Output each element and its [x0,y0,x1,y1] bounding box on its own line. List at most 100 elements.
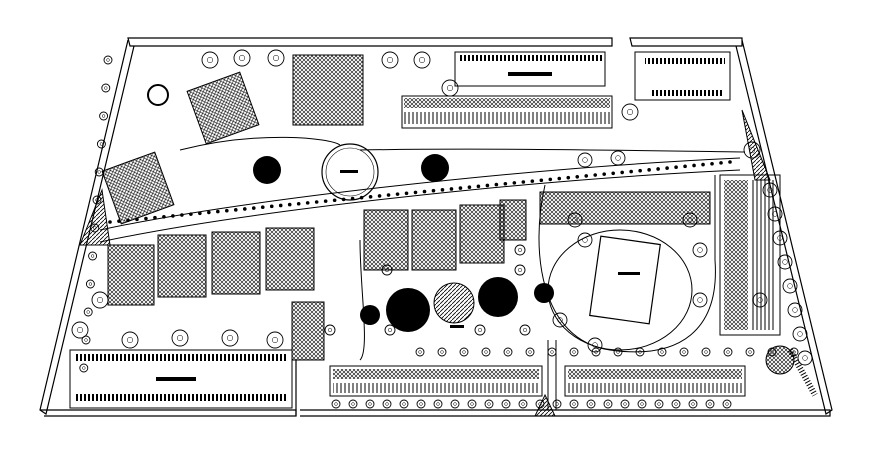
tree [79,363,89,373]
tree-core [96,296,104,304]
hedge-dot [287,202,292,207]
tree [171,329,189,347]
tree [701,347,711,357]
tree [745,347,755,357]
tree [586,399,596,409]
tree [381,264,393,276]
hedge-dot [413,190,418,195]
tree [96,139,106,149]
tree-core [682,350,686,354]
hedge-dot [314,200,319,204]
tree [94,167,104,177]
tree [81,335,91,345]
rowhouse-east [719,174,781,336]
hedge-dot [135,217,139,222]
tree-core [388,328,392,332]
tree-core [86,310,90,314]
tree [266,331,284,349]
tree [399,399,409,409]
tree-core [550,350,554,354]
tree [413,51,431,69]
hedge-dot [485,183,490,188]
tree [577,232,593,248]
tree [331,399,341,409]
tree-core [657,402,661,406]
tree [484,399,494,409]
tree [682,212,698,228]
tree-core [334,402,338,406]
tree [772,230,788,246]
tree-core [462,350,466,354]
rowhouse-south-a [329,365,543,397]
hedge-dot [395,192,400,196]
rowhouse-north [401,95,613,129]
tree [514,244,526,256]
tree-core [402,402,406,406]
tree-core [521,402,525,406]
tree-core [176,334,184,342]
tree [569,399,579,409]
tree-core [640,402,644,406]
tree [688,399,698,409]
tree [722,399,732,409]
hedge-dot [242,207,247,211]
hedge-dot [404,191,409,196]
tree [762,182,778,198]
tree [577,152,593,168]
tree-core [99,142,104,146]
tree-core [748,350,752,354]
tree-core [592,342,598,348]
hedge-dot [620,170,624,175]
tree [121,331,139,349]
hedge-dot [332,198,337,203]
tree [547,347,557,357]
tree-core [697,297,703,303]
hedge-rows [108,160,732,224]
internal-road-loop [359,175,716,361]
tree-core [767,187,773,193]
tree [233,49,251,67]
hedge-dot [431,188,436,193]
tree [474,324,486,336]
tree-core [697,247,703,253]
tree-core [106,58,110,62]
corner-plazas [79,109,771,417]
tree-core [589,402,593,406]
hedge-dot [530,179,535,183]
hedge-dot [323,199,328,203]
hedge-dot [144,216,148,221]
tree [99,111,109,121]
tree [450,399,460,409]
tree [525,347,535,357]
hedge-dot [233,208,238,212]
tree-core [725,402,729,406]
tree-core [770,350,774,354]
tree [552,399,562,409]
tree-core [95,198,99,202]
tree-core [626,108,634,116]
tree [201,51,219,69]
tree-core [582,157,588,163]
tree [797,350,813,366]
tree [587,337,603,353]
tree [654,399,664,409]
tree-core [518,268,522,272]
tree-core [385,268,389,272]
rowhouse-south-b [564,365,746,397]
tree [467,399,477,409]
tree-core [704,350,708,354]
hedge-dot [557,176,562,181]
tree [71,321,89,339]
parking-row-east [634,51,731,101]
tree [792,326,808,342]
tree [518,399,528,409]
tree-core [126,336,134,344]
site-boundary [39,37,833,417]
hedge-dot [449,187,454,191]
hedge-dot [278,203,283,208]
tree-core [418,350,422,354]
tree [416,399,426,409]
hedge-dot [575,174,580,179]
tree [381,51,399,69]
